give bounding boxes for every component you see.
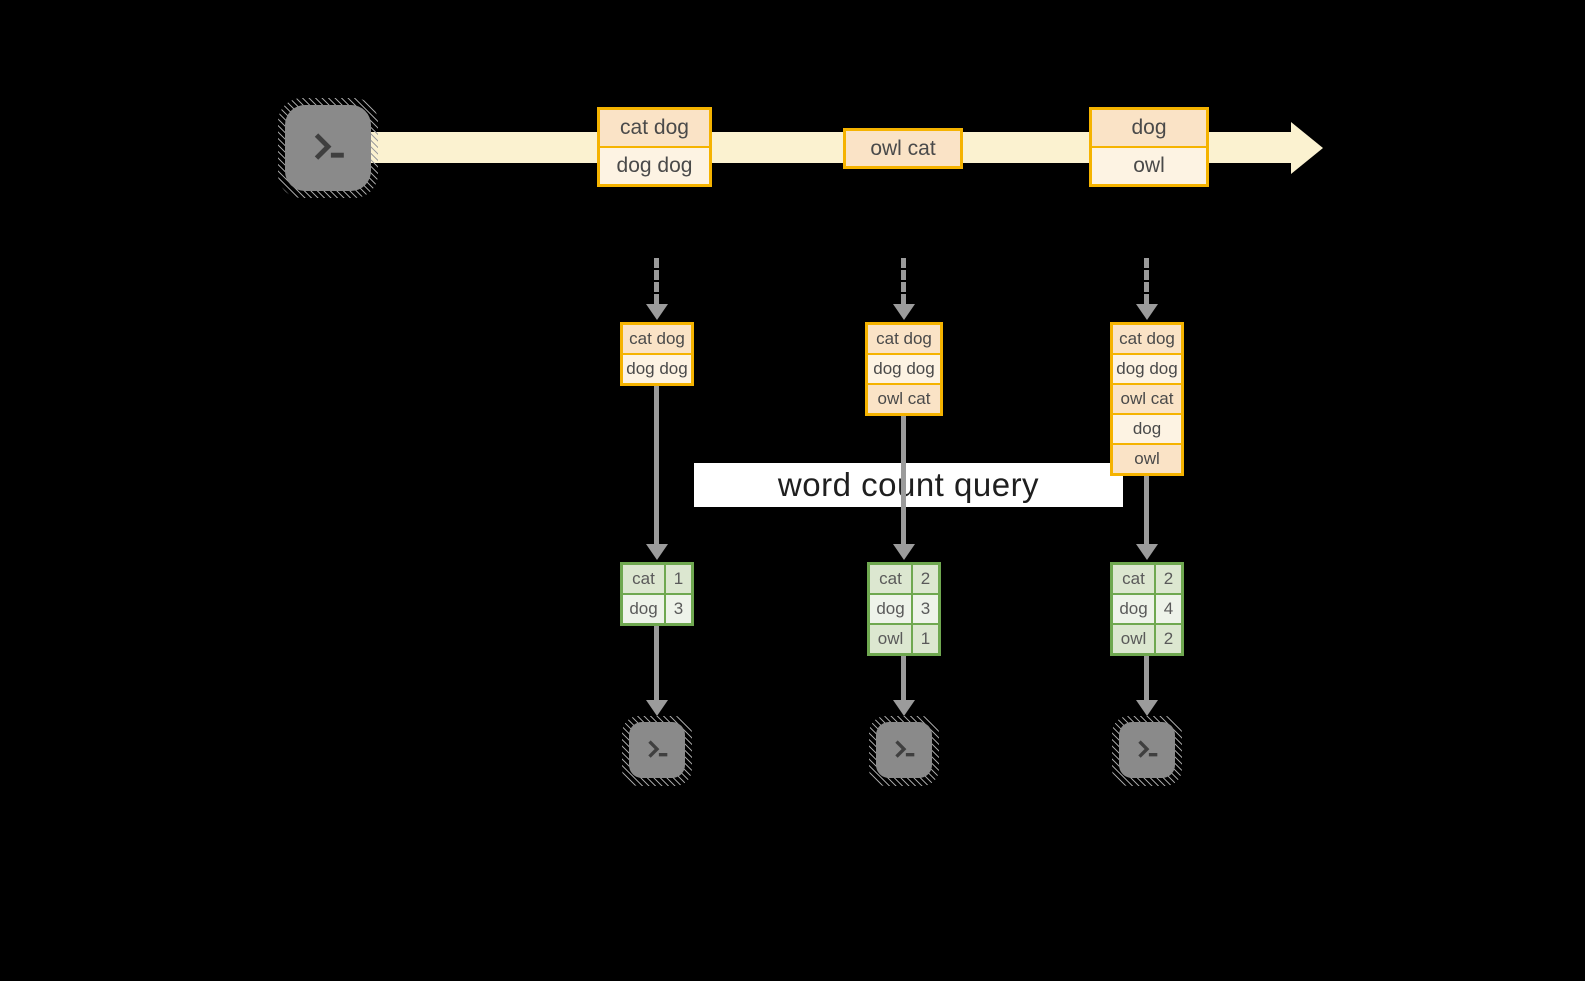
output-arrowhead-icon	[646, 700, 668, 716]
state-line: dog	[1113, 415, 1181, 443]
stream-event-line: dog dog	[600, 148, 709, 184]
state-box: cat dog dog dog owl cat	[865, 322, 943, 416]
stream-event-line: cat dog	[600, 110, 709, 146]
stream-arrowhead	[1291, 122, 1323, 174]
terminal-prompt-glyph-icon	[314, 133, 344, 160]
stream-event-line: dog	[1092, 110, 1206, 146]
word-cell: owl	[1113, 625, 1154, 653]
word-cell: cat	[870, 565, 911, 593]
word-cell: dog	[1113, 595, 1154, 623]
state-line: cat dog	[868, 325, 940, 353]
output-arrow-line	[901, 656, 906, 700]
dashed-arrow-line	[901, 258, 906, 304]
dashed-arrowhead-icon	[646, 304, 668, 320]
dashed-arrowhead-icon	[893, 304, 915, 320]
word-cell: cat	[1113, 565, 1154, 593]
terminal-icon	[285, 105, 371, 191]
state-line: dog dog	[868, 355, 940, 383]
query-arrowhead-icon	[646, 544, 668, 560]
output-arrowhead-icon	[1136, 700, 1158, 716]
query-arrow-line	[1144, 476, 1149, 544]
word-cell: cat	[623, 565, 664, 593]
count-cell: 1	[913, 625, 938, 653]
count-cell: 2	[1156, 565, 1181, 593]
count-cell: 3	[913, 595, 938, 623]
count-cell: 4	[1156, 595, 1181, 623]
state-box: cat dog dog dog owl cat dog owl	[1110, 322, 1184, 476]
count-cell: 1	[666, 565, 691, 593]
state-line: owl cat	[868, 385, 940, 413]
query-label-band: word count query	[694, 463, 1123, 507]
word-cell: dog	[870, 595, 911, 623]
terminal-icon	[876, 722, 932, 778]
count-table: cat 2 dog 3 owl 1	[867, 562, 941, 656]
query-arrowhead-icon	[1136, 544, 1158, 560]
stream-event-box: dog owl	[1089, 107, 1209, 187]
dashed-arrow-line	[1144, 258, 1149, 304]
state-line: cat dog	[623, 325, 691, 353]
query-arrow-line	[654, 386, 659, 544]
stream-event-line: owl cat	[846, 131, 960, 166]
dashed-arrowhead-icon	[1136, 304, 1158, 320]
terminal-icon	[1119, 722, 1175, 778]
state-line: dog dog	[623, 355, 691, 383]
query-label: word count query	[777, 466, 1040, 503]
output-arrowhead-icon	[893, 700, 915, 716]
count-cell: 3	[666, 595, 691, 623]
terminal-prompt-glyph-icon	[648, 740, 668, 758]
state-line: owl	[1113, 445, 1181, 473]
count-cell: 2	[1156, 625, 1181, 653]
word-cell: dog	[623, 595, 664, 623]
stream-event-line: owl	[1092, 148, 1206, 184]
state-line: dog dog	[1113, 355, 1181, 383]
terminal-prompt-glyph-icon	[1138, 740, 1158, 758]
query-arrow-line	[901, 416, 906, 544]
output-arrow-line	[654, 626, 659, 700]
stream-event-box: owl cat	[843, 128, 963, 169]
word-cell: owl	[870, 625, 911, 653]
query-arrowhead-icon	[893, 544, 915, 560]
state-box: cat dog dog dog	[620, 322, 694, 386]
dashed-arrow-line	[654, 258, 659, 304]
count-table: cat 2 dog 4 owl 2	[1110, 562, 1184, 656]
count-table: cat 1 dog 3	[620, 562, 694, 626]
state-line: owl cat	[1113, 385, 1181, 413]
terminal-prompt-glyph-icon	[895, 740, 915, 758]
count-cell: 2	[913, 565, 938, 593]
output-arrow-line	[1144, 656, 1149, 700]
stream-event-box: cat dog dog dog	[597, 107, 712, 187]
state-line: cat dog	[1113, 325, 1181, 353]
terminal-icon	[629, 722, 685, 778]
